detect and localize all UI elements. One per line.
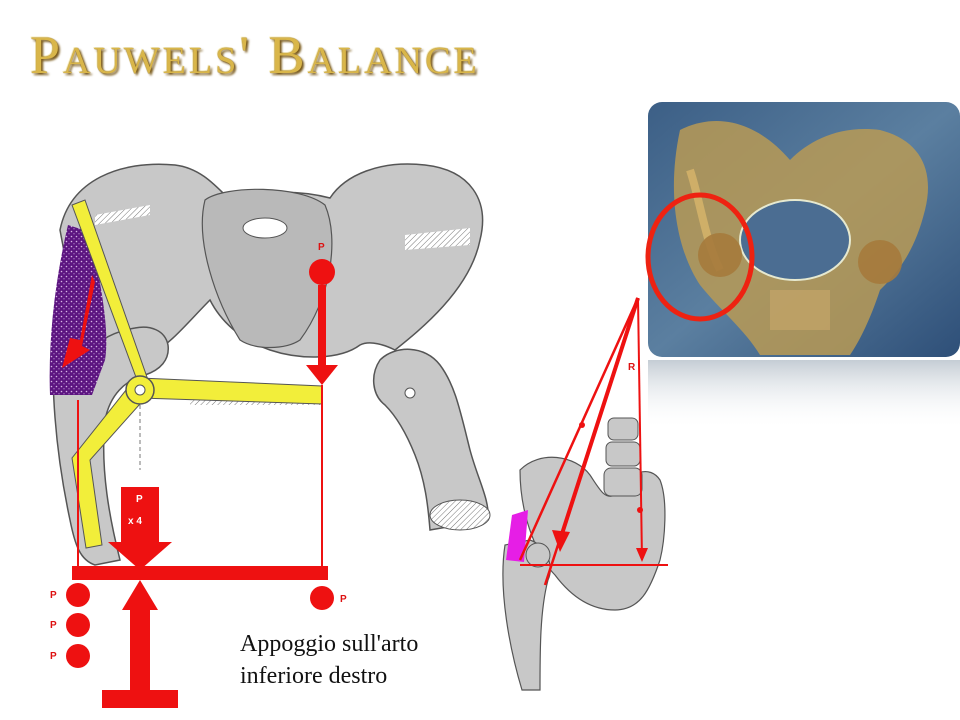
label-p-left-2: P xyxy=(50,620,57,631)
pelvis-diagram: P P x 4 P P P P xyxy=(49,163,491,708)
label-p-box: P xyxy=(136,494,143,505)
label-p-left-3: P xyxy=(50,651,57,662)
caption-line-1: Appoggio sull'arto xyxy=(240,631,419,657)
caption: Appoggio sull'arto inferiore destro xyxy=(240,628,418,692)
label-p-top: P xyxy=(318,242,325,253)
abductor-muscle xyxy=(49,225,107,395)
xray-image xyxy=(645,102,960,430)
hip-force-diagram: R xyxy=(502,297,668,691)
slide-title: Pauwels' Balance xyxy=(30,25,480,85)
label-r: R xyxy=(628,362,636,373)
label-p-left-1: P xyxy=(50,590,57,601)
label-p-right: P xyxy=(340,594,347,605)
caption-line-2: inferiore destro xyxy=(240,663,388,689)
label-x4: x 4 xyxy=(128,516,142,527)
